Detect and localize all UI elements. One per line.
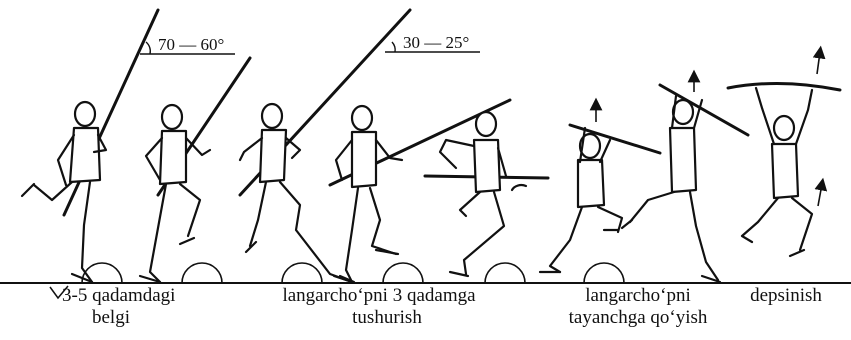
athlete-phase-7 bbox=[622, 96, 720, 282]
caption-takeoff-line-1: depsinish bbox=[738, 285, 834, 307]
up-arrow bbox=[818, 184, 822, 206]
up-arrow bbox=[817, 52, 820, 74]
ground-marker bbox=[282, 263, 322, 283]
athlete-phase-4 bbox=[336, 106, 402, 282]
ground-marker bbox=[485, 263, 525, 283]
caption-takeoff: depsinish bbox=[738, 285, 834, 307]
caption-pole-plant-line-2: tayanchga qo‘yish bbox=[550, 307, 726, 329]
athlete-phase-5 bbox=[440, 112, 526, 276]
athlete-phase-8 bbox=[742, 88, 812, 256]
caption-mark: 3-5 qadamdagi belgi bbox=[62, 285, 175, 329]
caption-pole-lowering: langarcho‘pni 3 qadamga tushurish bbox=[256, 285, 502, 329]
caption-mark-line-2: belgi bbox=[62, 307, 175, 329]
angle-label-first: 70 — 60° bbox=[158, 35, 224, 54]
athlete-phase-6 bbox=[540, 128, 622, 272]
athlete-figures bbox=[22, 88, 812, 282]
athlete-phase-1 bbox=[22, 102, 106, 282]
pole-phase-8 bbox=[728, 83, 840, 90]
caption-mark-line-1: 3-5 qadamdagi bbox=[62, 285, 175, 307]
caption-pole-plant: langarcho‘pni tayanchga qo‘yish bbox=[550, 285, 726, 329]
ground-marker bbox=[584, 263, 624, 283]
angle-label-second: 30 — 25° bbox=[403, 33, 469, 52]
ground-marker bbox=[182, 263, 222, 283]
caption-pole-lowering-line-2: tushurish bbox=[256, 307, 502, 329]
caption-pole-plant-line-1: langarcho‘pni bbox=[550, 285, 726, 307]
ground-marker bbox=[383, 263, 423, 283]
caption-pole-lowering-line-1: langarcho‘pni 3 qadamga bbox=[256, 285, 502, 307]
athlete-phase-3 bbox=[240, 104, 352, 282]
